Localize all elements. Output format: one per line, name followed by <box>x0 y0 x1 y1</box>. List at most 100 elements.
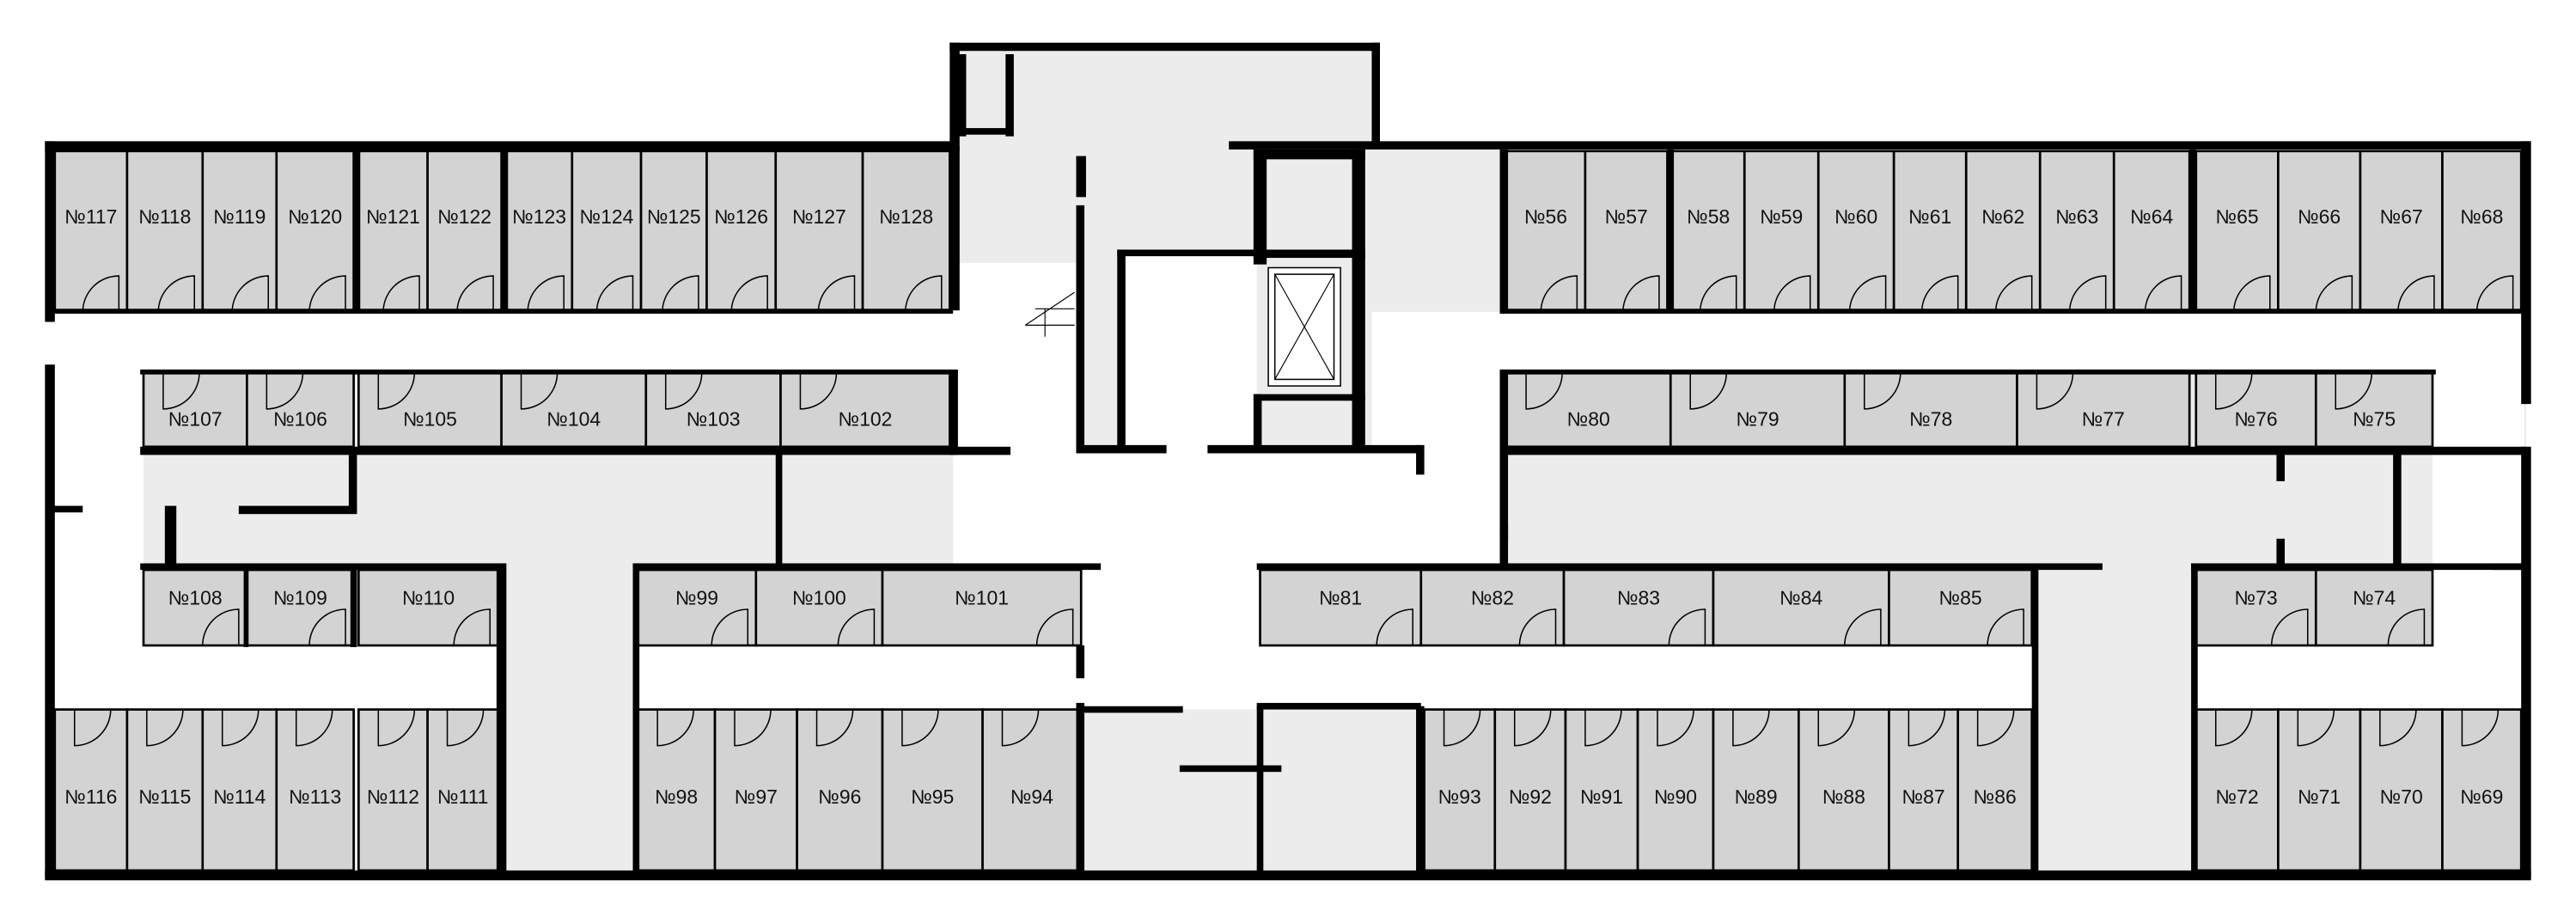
room-67[interactable]: №67 <box>2359 150 2444 314</box>
room-area[interactable] <box>1562 568 1715 647</box>
room-area[interactable] <box>639 150 708 314</box>
room-79[interactable]: №79 <box>1669 371 1847 449</box>
room-82[interactable]: №82 <box>1419 568 1566 647</box>
room-area[interactable] <box>1564 708 1639 872</box>
room-128[interactable]: №128 <box>861 150 951 314</box>
room-109[interactable]: №109 <box>246 568 355 647</box>
room-96[interactable]: №96 <box>796 708 884 872</box>
room-107[interactable]: №107 <box>142 371 248 449</box>
room-83[interactable]: №83 <box>1562 568 1715 647</box>
room-area[interactable] <box>705 150 778 314</box>
room-area[interactable] <box>754 568 884 647</box>
room-73[interactable]: №73 <box>2194 568 2317 647</box>
room-89[interactable]: №89 <box>1712 708 1800 872</box>
room-area[interactable] <box>1743 150 1820 314</box>
room-area[interactable] <box>2194 568 2317 647</box>
room-area[interactable] <box>1797 708 1890 872</box>
room-116[interactable]: №116 <box>53 708 129 872</box>
room-68[interactable]: №68 <box>2441 150 2523 314</box>
room-125[interactable]: №125 <box>639 150 708 314</box>
room-104[interactable]: №104 <box>500 371 648 449</box>
room-62[interactable]: №62 <box>1964 150 2042 314</box>
room-119[interactable]: №119 <box>201 150 278 314</box>
room-area[interactable] <box>2359 150 2444 314</box>
room-65[interactable]: №65 <box>2194 150 2280 314</box>
room-area[interactable] <box>1670 150 1746 314</box>
room-area[interactable] <box>1843 371 2018 449</box>
room-115[interactable]: №115 <box>125 708 204 872</box>
room-78[interactable]: №78 <box>1843 371 2018 449</box>
room-117[interactable]: №117 <box>53 150 129 314</box>
room-110[interactable]: №110 <box>357 568 500 647</box>
room-75[interactable]: №75 <box>2314 371 2434 449</box>
room-area[interactable] <box>1636 708 1715 872</box>
room-86[interactable]: №86 <box>1956 708 2034 872</box>
room-59[interactable]: №59 <box>1743 150 1820 314</box>
room-76[interactable]: №76 <box>2194 371 2317 449</box>
room-70[interactable]: №70 <box>2359 708 2444 872</box>
room-56[interactable]: №56 <box>1505 150 1587 314</box>
room-122[interactable]: №122 <box>426 150 503 314</box>
room-area[interactable] <box>2359 708 2444 872</box>
room-area[interactable] <box>1956 708 2034 872</box>
room-area[interactable] <box>275 150 355 314</box>
room-area[interactable] <box>2194 150 2280 314</box>
room-area[interactable] <box>1493 708 1567 872</box>
room-101[interactable]: №101 <box>881 568 1083 647</box>
room-69[interactable]: №69 <box>2441 708 2523 872</box>
room-area[interactable] <box>796 708 884 872</box>
room-area[interactable] <box>275 708 355 872</box>
room-area[interactable] <box>201 150 278 314</box>
room-area[interactable] <box>1964 150 2042 314</box>
room-58[interactable]: №58 <box>1670 150 1746 314</box>
room-57[interactable]: №57 <box>1584 150 1669 314</box>
room-88[interactable]: №88 <box>1797 708 1890 872</box>
room-114[interactable]: №114 <box>201 708 278 872</box>
room-103[interactable]: №103 <box>644 371 782 449</box>
room-94[interactable]: №94 <box>981 708 1083 872</box>
room-area[interactable] <box>1584 150 1669 314</box>
room-area[interactable] <box>125 150 204 314</box>
room-123[interactable]: №123 <box>505 150 574 314</box>
room-area[interactable] <box>1712 568 1890 647</box>
room-area[interactable] <box>1816 150 1895 314</box>
room-106[interactable]: №106 <box>246 371 355 449</box>
room-77[interactable]: №77 <box>2016 371 2191 449</box>
room-118[interactable]: №118 <box>125 150 204 314</box>
room-91[interactable]: №91 <box>1564 708 1639 872</box>
room-111[interactable]: №111 <box>426 708 500 872</box>
room-area[interactable] <box>505 150 574 314</box>
room-area[interactable] <box>1888 568 2034 647</box>
room-area[interactable] <box>713 708 798 872</box>
room-area[interactable] <box>1259 568 1423 647</box>
room-71[interactable]: №71 <box>2277 708 2362 872</box>
room-84[interactable]: №84 <box>1712 568 1890 647</box>
room-108[interactable]: №108 <box>142 568 248 647</box>
room-124[interactable]: №124 <box>571 150 643 314</box>
room-area[interactable] <box>1423 708 1497 872</box>
room-93[interactable]: №93 <box>1423 708 1497 872</box>
room-area[interactable] <box>2038 150 2115 314</box>
room-81[interactable]: №81 <box>1259 568 1423 647</box>
room-100[interactable]: №100 <box>754 568 884 647</box>
room-121[interactable]: №121 <box>357 150 429 314</box>
room-area[interactable] <box>357 708 429 872</box>
room-area[interactable] <box>2277 708 2362 872</box>
room-area[interactable] <box>881 568 1083 647</box>
room-area[interactable] <box>357 371 503 449</box>
room-63[interactable]: №63 <box>2038 150 2115 314</box>
room-85[interactable]: №85 <box>1888 568 2034 647</box>
room-area[interactable] <box>500 371 648 449</box>
room-95[interactable]: №95 <box>881 708 984 872</box>
room-126[interactable]: №126 <box>705 150 778 314</box>
room-area[interactable] <box>774 150 864 314</box>
room-87[interactable]: №87 <box>1888 708 1960 872</box>
room-area[interactable] <box>861 150 951 314</box>
room-area[interactable] <box>125 708 204 872</box>
room-92[interactable]: №92 <box>1493 708 1567 872</box>
room-area[interactable] <box>1505 150 1587 314</box>
room-area[interactable] <box>881 708 984 872</box>
room-61[interactable]: №61 <box>1892 150 1968 314</box>
room-area[interactable] <box>2441 150 2523 314</box>
room-area[interactable] <box>2314 568 2434 647</box>
